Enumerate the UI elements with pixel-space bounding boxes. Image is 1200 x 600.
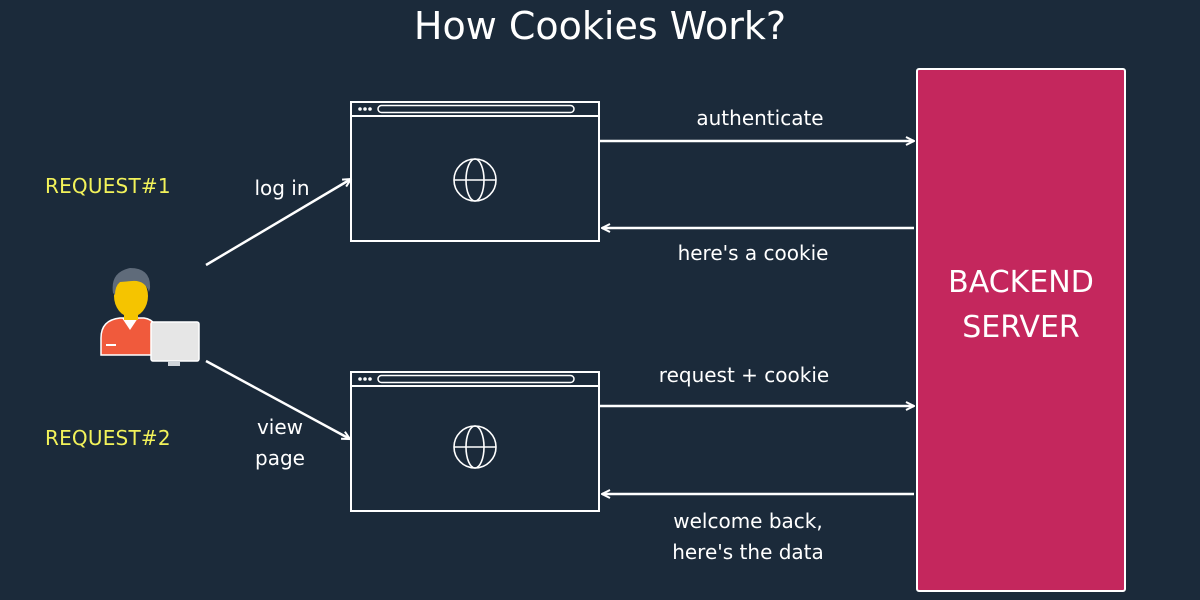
diagram-title: How Cookies Work? bbox=[413, 4, 787, 48]
globe-icon bbox=[453, 158, 497, 202]
view-page-label: view page bbox=[255, 415, 305, 470]
user-at-computer-icon bbox=[100, 268, 200, 366]
browser-window-2 bbox=[350, 371, 600, 512]
login-label: log in bbox=[254, 176, 310, 200]
backend-server: BACKEND SERVER bbox=[916, 68, 1126, 592]
request-2-label: REQUEST#2 bbox=[45, 426, 171, 450]
cookie-response-label: here's a cookie bbox=[677, 241, 829, 265]
globe-icon bbox=[453, 425, 497, 469]
browser-window-1 bbox=[350, 101, 600, 242]
request-cookie-label: request + cookie bbox=[658, 363, 830, 387]
request-1-label: REQUEST#1 bbox=[45, 174, 171, 198]
backend-server-label: BACKEND SERVER bbox=[948, 265, 1094, 345]
arrow-view-page bbox=[205, 359, 350, 441]
authenticate-label: authenticate bbox=[696, 106, 824, 130]
welcome-back-label: welcome back, here's the data bbox=[672, 509, 824, 564]
arrow-login bbox=[205, 179, 351, 267]
